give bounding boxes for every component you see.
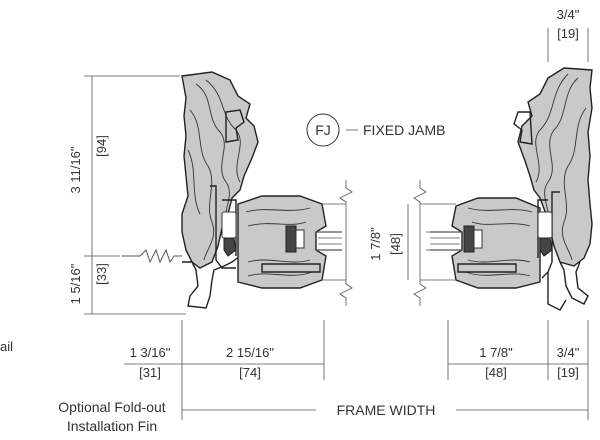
dim-right-sash-in: 1 7/8" xyxy=(479,345,513,360)
dim-left-frame-mm: [74] xyxy=(239,365,261,380)
fixed-jamb-circle xyxy=(306,113,340,147)
left-sash-profile xyxy=(237,195,327,289)
frame-width-label-bg xyxy=(318,402,454,418)
fixed-jamb-label: FIXED JAMB xyxy=(363,122,445,138)
right-jamb-profile xyxy=(513,67,593,311)
glass-pane-right xyxy=(430,231,462,251)
dim-left-frame-in: 2 15/16" xyxy=(226,345,274,360)
nail-label-fragment: ail xyxy=(0,339,13,354)
dim-left-fin-mm: [31] xyxy=(139,365,161,380)
left-jamb-profile xyxy=(181,71,259,309)
dim-height-fin-mm: [33] xyxy=(94,263,109,285)
dim-top-right-in: 3/4" xyxy=(557,7,580,22)
dim-height-total-in: 3 11/16" xyxy=(68,146,83,193)
right-sash-profile xyxy=(451,197,541,289)
dim-right-end-mm: [19] xyxy=(557,365,579,380)
dim-glass-in: 1 7/8" xyxy=(368,227,383,261)
dimension-lines xyxy=(84,28,589,420)
frame-width-label: FRAME WIDTH xyxy=(337,402,436,418)
dim-left-fin-in: 1 3/16" xyxy=(130,345,171,360)
dim-height-total-mm: [94] xyxy=(94,135,109,157)
fin-label-line2: Installation Fin xyxy=(67,418,157,434)
glass-pane-left xyxy=(316,231,342,251)
dim-height-fin-in: 1 5/16" xyxy=(68,263,83,304)
wall-break-line xyxy=(122,248,182,264)
fin-label-line1: Optional Fold-out xyxy=(58,399,166,415)
dim-top-right-mm: [19] xyxy=(557,26,579,41)
dim-glass-mm: [48] xyxy=(388,233,403,255)
dim-right-sash-mm: [48] xyxy=(485,365,507,380)
break-lines xyxy=(322,180,456,306)
dim-right-end-in: 3/4" xyxy=(557,345,580,360)
fixed-jamb-code: FJ xyxy=(315,122,331,138)
